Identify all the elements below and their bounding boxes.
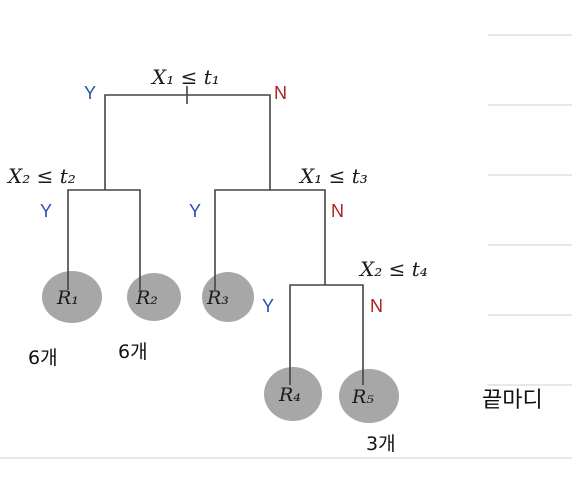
branch-yes-left: Y — [40, 201, 52, 221]
leaf-highlight-r4 — [264, 367, 322, 421]
edge-right — [214, 189, 326, 290]
leaf-label-r3: R₃ — [206, 287, 229, 309]
split-label-right-right: X₂ ≤ t₄ — [358, 257, 428, 281]
branch-yes-root: Y — [84, 83, 96, 103]
split-label-left: X₂ ≤ t₂ — [6, 164, 76, 188]
split-label-right: X₁ ≤ t₃ — [298, 164, 368, 188]
leaf-highlight-r1 — [42, 271, 102, 323]
branch-no-root: N — [274, 83, 287, 103]
count-note-r2: 6개 — [118, 341, 148, 363]
count-note-r1: 6개 — [28, 347, 58, 369]
edge-left — [67, 189, 141, 290]
terminal-node-note: 끝마디 — [482, 388, 543, 413]
ruled-lines — [0, 34, 572, 459]
leaf-label-r4: R₄ — [278, 384, 301, 406]
branch-yes-right: Y — [189, 201, 201, 221]
branch-yes-right-right: Y — [262, 296, 274, 316]
leaf-highlights — [42, 271, 399, 423]
branch-no-right: N — [331, 201, 344, 221]
leaf-label-r1: R₁ — [56, 287, 79, 309]
leaf-highlight-r5 — [339, 369, 399, 423]
count-note-r5: 3개 — [366, 433, 396, 455]
branch-no-right-right: N — [370, 296, 383, 316]
edge-root — [104, 94, 271, 190]
tree-edges — [67, 86, 364, 385]
edge-right-right — [289, 284, 364, 385]
leaf-label-r2: R₂ — [135, 287, 158, 309]
split-label-root: X₁ ≤ t₁ — [150, 65, 220, 89]
leaf-label-r5: R₅ — [351, 386, 374, 408]
